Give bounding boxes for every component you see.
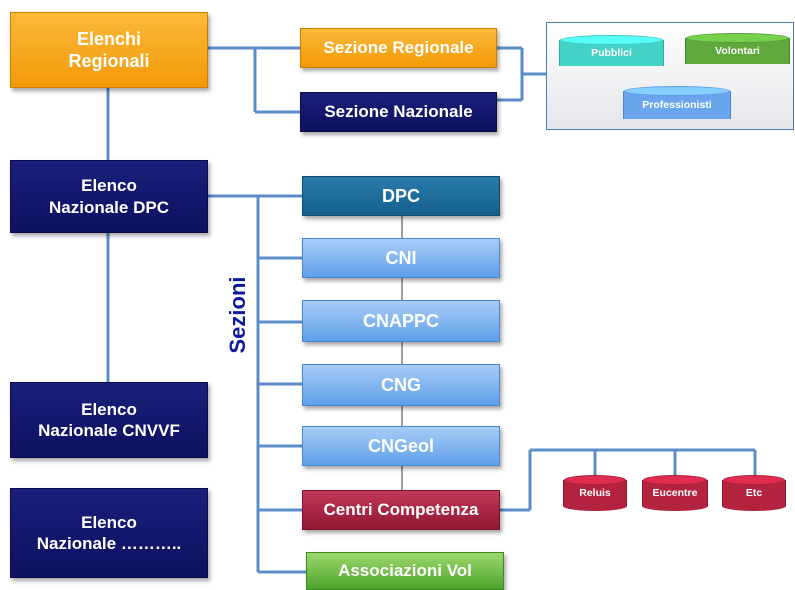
section-associazioni-label: Associazioni Vol [338, 561, 472, 581]
sezione-nazionale-label: Sezione Nazionale [324, 102, 473, 122]
section-associazioni-vol-box: Associazioni Vol [306, 552, 504, 590]
elenco-other-line1: Elenco [81, 512, 137, 532]
section-cni-label: CNI [385, 247, 417, 268]
section-centri-competenza-box: Centri Competenza [302, 490, 500, 530]
professionisti-cylinder: Professionisti [623, 91, 731, 124]
section-cng-box: CNG [302, 364, 500, 406]
sezione-regionale-box: Sezione Regionale [300, 28, 497, 68]
etc-cylinder: Etc [722, 480, 786, 511]
reluis-cylinder: Reluis [563, 480, 627, 511]
volontari-cylinder: Volontari [685, 38, 790, 69]
pubblici-cylinder: Pubblici [559, 40, 664, 71]
section-cng-label: CNG [381, 374, 421, 395]
section-cnappc-label: CNAPPC [362, 310, 439, 331]
section-centri-label: Centri Competenza [323, 500, 479, 520]
etc-label: Etc [745, 487, 763, 499]
elenco-cnvvf-line1: Elenco [81, 399, 137, 419]
elenchi-regionali-box: Elenchi Regionali [10, 12, 208, 88]
elenco-nazionale-cnvvf-box: Elenco Nazionale CNVVF [10, 382, 208, 458]
section-cngeol-label: CNGeol [367, 435, 434, 456]
volontari-label: Volontari [715, 45, 760, 57]
section-dpc-label: DPC [381, 185, 420, 206]
elenco-cnvvf-line2: Nazionale CNVVF [38, 421, 180, 440]
section-cnappc-box: CNAPPC [302, 300, 500, 342]
pubblici-label: Pubblici [591, 47, 632, 59]
section-cngeol-box: CNGeol [302, 426, 500, 466]
sezione-nazionale-box: Sezione Nazionale [300, 92, 497, 132]
eucentre-label: Eucentre [652, 487, 698, 499]
regional-categories-panel: Pubblici Volontari Professionisti [546, 22, 794, 130]
elenco-nazionale-other-box: Elenco Nazionale ……….. [10, 488, 208, 578]
sezioni-label: Sezioni [218, 270, 258, 360]
professionisti-label: Professionisti [642, 99, 712, 111]
elenco-dpc-line2: Nazionale DPC [49, 197, 169, 217]
reluis-label: Reluis [579, 487, 611, 499]
section-cni-box: CNI [302, 238, 500, 278]
elenco-dpc-line1: Elenco [81, 176, 137, 196]
sezioni-text: Sezioni [225, 276, 250, 354]
sezione-regionale-label: Sezione Regionale [323, 38, 474, 58]
section-dpc-box: DPC [302, 176, 500, 216]
eucentre-cylinder: Eucentre [642, 480, 708, 511]
elenchi-regionali-line2: Regionali [68, 51, 150, 71]
elenco-other-line2: Nazionale ……….. [36, 534, 182, 553]
elenchi-regionali-line1: Elenchi [76, 28, 142, 49]
elenco-nazionale-dpc-box: Elenco Nazionale DPC [10, 160, 208, 233]
